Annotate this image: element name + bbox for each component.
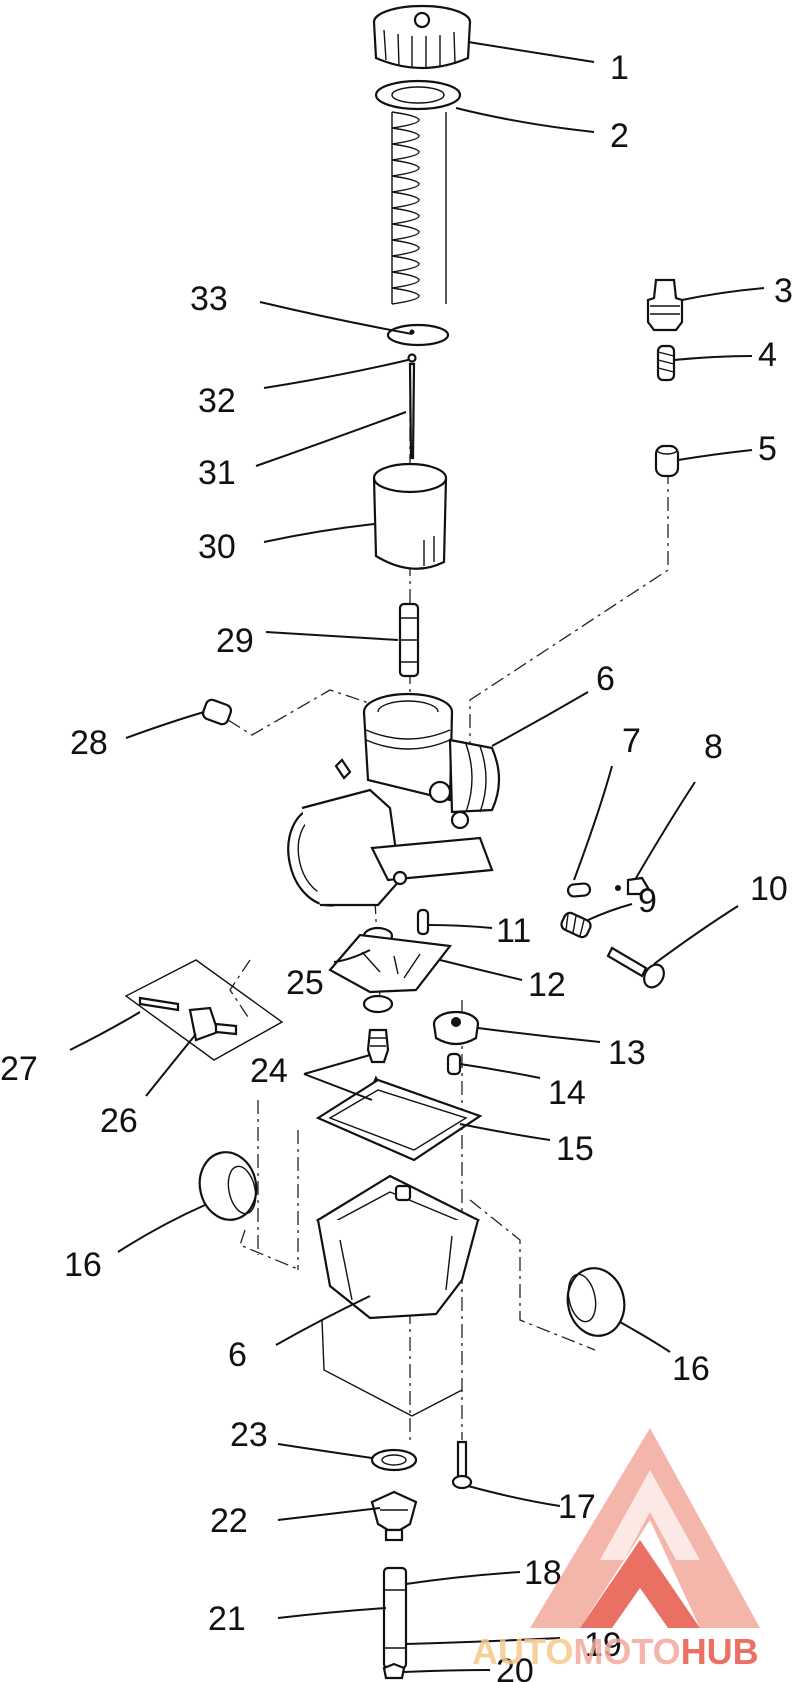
callout-29: 29 [216, 622, 254, 660]
top-cap [372, 4, 472, 70]
float-left [198, 1151, 258, 1221]
needle-jet [398, 602, 420, 678]
callout-11: 11 [496, 912, 531, 950]
callout-16-right: 16 [672, 1350, 710, 1388]
callout-22: 22 [210, 1502, 248, 1540]
callout-8: 8 [704, 728, 723, 766]
callout-3: 3 [774, 272, 793, 310]
float-pin [416, 908, 430, 936]
watermark-chevron [580, 1540, 700, 1628]
float-arm [124, 959, 284, 1061]
cable-adjuster [646, 278, 684, 332]
callout-15: 15 [556, 1130, 594, 1168]
watermark-inner-m [600, 1470, 700, 1560]
callout-32: 32 [198, 382, 236, 420]
float-right [566, 1267, 626, 1337]
callout-2: 2 [610, 117, 629, 155]
leader-lines [69, 41, 765, 1673]
drain-screw [382, 1662, 406, 1680]
float-bowl [315, 1174, 481, 1320]
callout-17: 17 [558, 1488, 596, 1526]
callout-30: 30 [198, 528, 236, 566]
callout-5: 5 [758, 430, 777, 468]
manifold-gasket [328, 926, 453, 1014]
callout-16-left: 16 [64, 1246, 102, 1284]
washer [374, 79, 462, 111]
callout-33: 33 [190, 280, 228, 318]
callout-28: 28 [70, 724, 108, 762]
drain-plug [370, 1490, 418, 1542]
callout-20: 20 [496, 1652, 534, 1682]
callout-10: 10 [750, 870, 788, 908]
callout-1: 1 [610, 49, 629, 87]
idle-screw [606, 946, 665, 989]
callout-31: 31 [198, 454, 236, 492]
callout-12: 12 [528, 966, 566, 1004]
callout-26: 26 [100, 1102, 138, 1140]
float-valve [446, 1052, 462, 1076]
spring [391, 111, 447, 305]
callout-21: 21 [208, 1600, 246, 1638]
o-ring-washer [615, 876, 650, 896]
callout-6-bowl: 6 [228, 1336, 247, 1374]
adjuster-spring [656, 344, 676, 382]
watermark-triangle [530, 1428, 760, 1628]
callout-7: 7 [622, 722, 641, 760]
idle-spring [560, 911, 592, 939]
jet-needle [407, 353, 417, 460]
callout-27: 27 [0, 1050, 38, 1088]
callout-14: 14 [548, 1074, 586, 1112]
adjuster-cap [654, 444, 680, 478]
callout-labels: 1 2 3 4 5 6 7 8 9 10 11 12 13 14 15 16 1… [0, 49, 793, 1682]
automotohub-watermark: AUTOMOTOHUB [472, 1428, 760, 1672]
throttle-valve [372, 462, 448, 570]
pilot-screw [566, 882, 592, 898]
float-bowl-gasket [315, 1078, 483, 1162]
float-valve-seat [432, 1010, 480, 1046]
carburetor-body [287, 692, 501, 907]
callout-9: 9 [638, 882, 657, 920]
drain-tube [382, 1566, 408, 1670]
callout-13: 13 [608, 1034, 646, 1072]
callout-4: 4 [758, 336, 777, 374]
callout-19: 19 [584, 1626, 622, 1664]
watermark-logo [530, 1428, 760, 1628]
callout-24: 24 [250, 1052, 288, 1090]
needle-clip [386, 323, 450, 347]
drain-washer [370, 1448, 418, 1472]
watermark-text: AUTOMOTOHUB [472, 1631, 759, 1672]
callout-23: 23 [230, 1416, 268, 1454]
bowl-outline-box [321, 1319, 463, 1417]
callout-25: 25 [286, 964, 324, 1002]
bowl-screw [451, 1440, 473, 1490]
parts [124, 4, 684, 1680]
pilot-pin [201, 698, 233, 726]
callout-6-body: 6 [596, 660, 615, 698]
